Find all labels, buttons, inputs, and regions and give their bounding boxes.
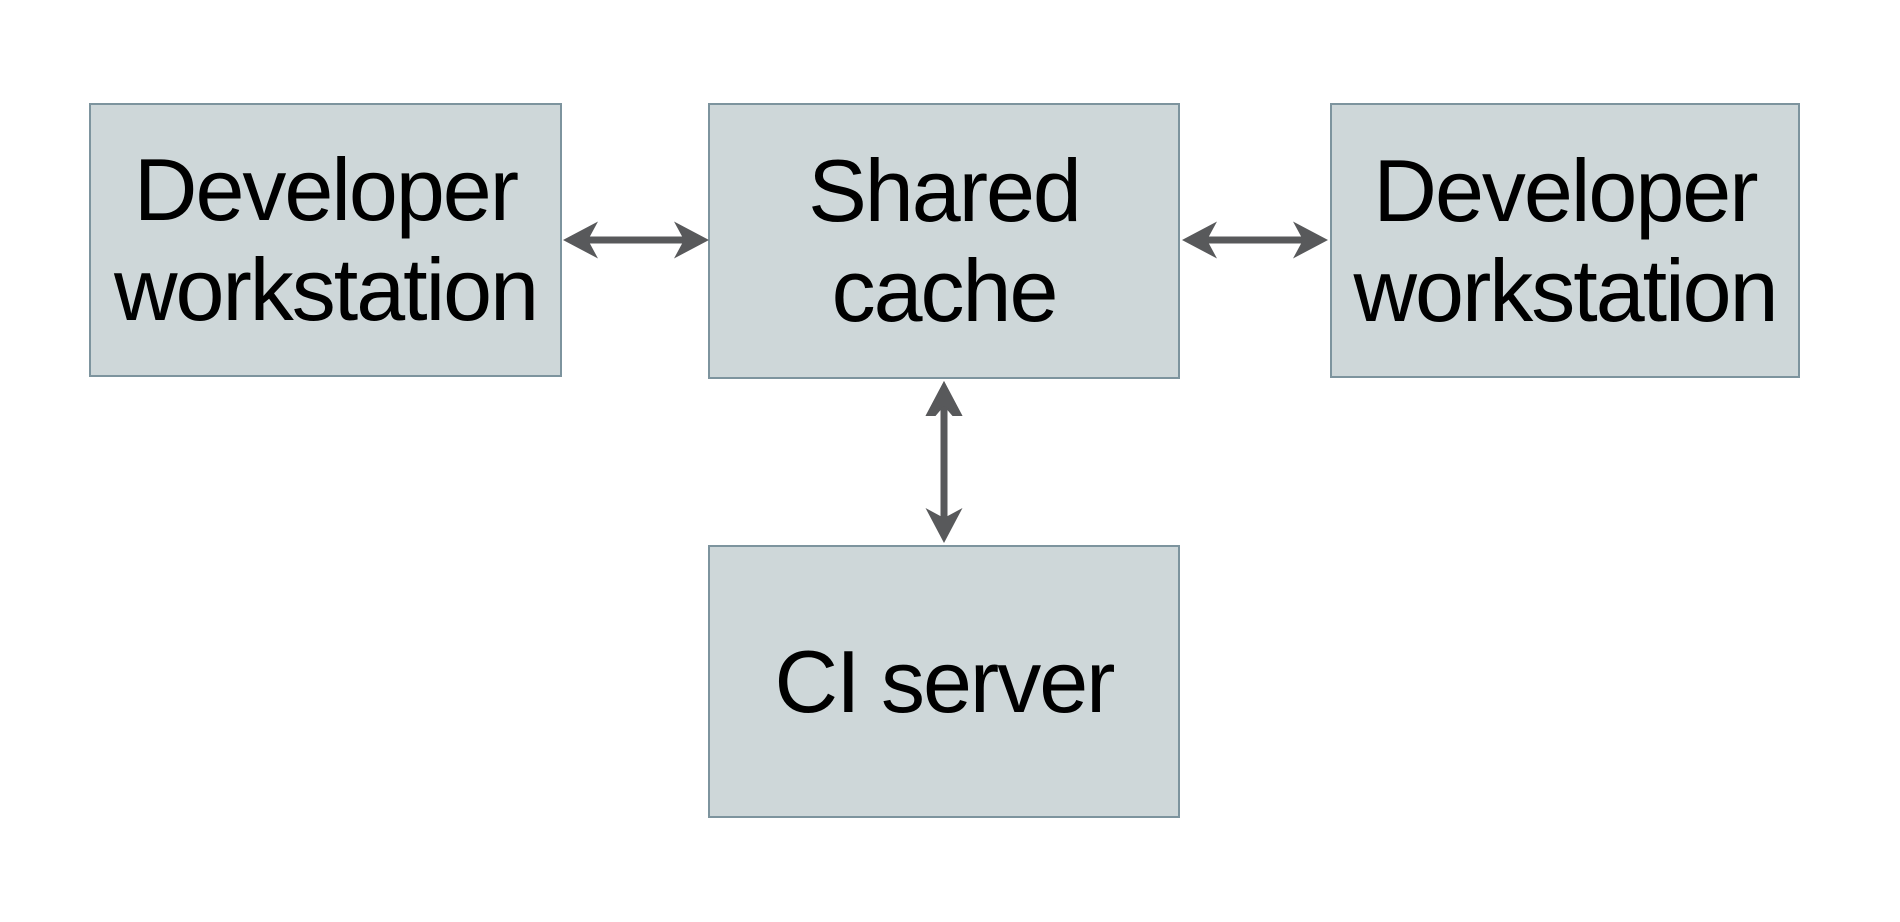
node-label: Developer workstation xyxy=(113,140,539,340)
node-label-line: CI server xyxy=(774,631,1116,731)
node-developer-workstation-right: Developer workstation xyxy=(1330,103,1800,378)
node-label: Developer workstation xyxy=(1353,140,1778,341)
node-label-line: Shared xyxy=(808,141,1082,240)
double-arrow-workstation-left-to-cache xyxy=(563,221,709,259)
node-ci-server: CI server xyxy=(708,545,1180,818)
node-label-line: Developer xyxy=(133,140,519,239)
double-arrow-cache-to-ci-server xyxy=(925,381,963,543)
node-developer-workstation-left: Developer workstation xyxy=(89,103,562,377)
node-label-line: workstation xyxy=(1353,240,1778,340)
node-label: CI server xyxy=(774,631,1116,732)
node-label-line: Developer xyxy=(1373,140,1758,240)
node-label: Shared cache xyxy=(808,141,1082,341)
node-label-line: cache xyxy=(831,241,1059,340)
node-shared-cache: Shared cache xyxy=(708,103,1180,379)
node-label-line: workstation xyxy=(113,240,539,339)
double-arrow-cache-to-workstation-right xyxy=(1182,221,1328,259)
